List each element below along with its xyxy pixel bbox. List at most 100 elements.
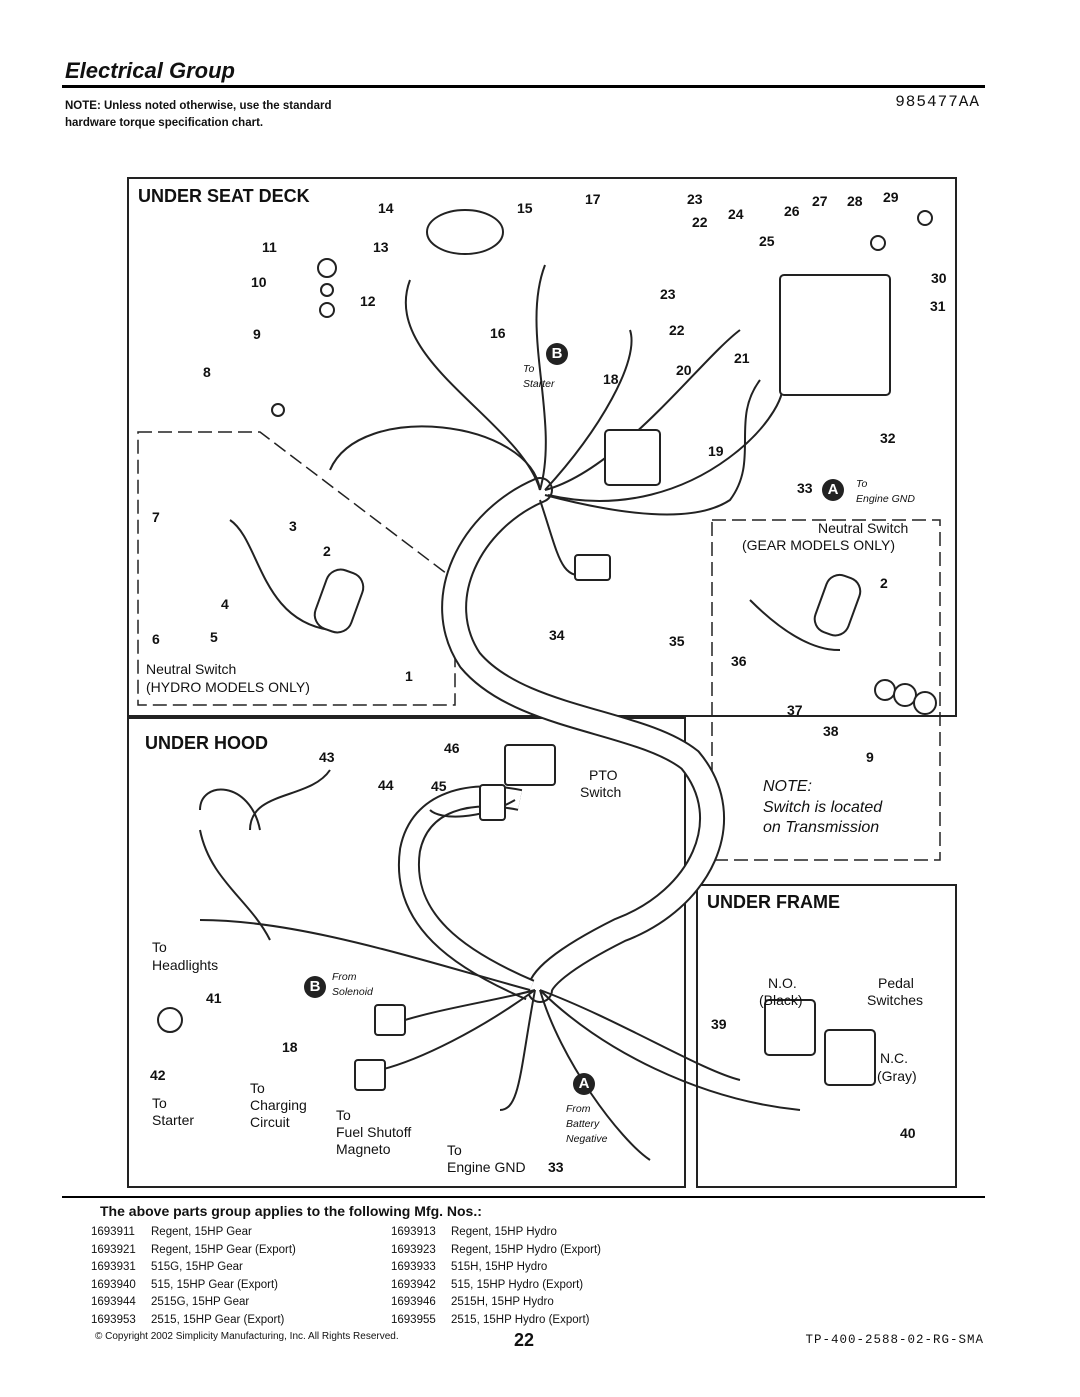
- to-starter-top-1: To: [523, 363, 535, 375]
- charging-circuit-label: Circuit: [250, 1114, 290, 1130]
- part-number: 29: [883, 189, 899, 205]
- mfg-title: The above parts group applies to the fol…: [100, 1203, 482, 1219]
- part-number: 22: [669, 322, 685, 338]
- note-title: NOTE:: [763, 778, 812, 795]
- part-number: 42: [150, 1067, 166, 1083]
- hydro-neutral-label: Neutral Switch: [146, 661, 237, 677]
- part-number: 38: [823, 723, 839, 739]
- to-engine-gnd-top-2: Engine GND: [856, 493, 915, 505]
- header-rule: [62, 85, 985, 88]
- part-number: 37: [787, 702, 803, 718]
- mfg-no: 1693911: [91, 1226, 135, 1238]
- hood-harness-inner: [399, 787, 534, 999]
- mfg-desc: 2515, 15HP Hydro (Export): [451, 1313, 590, 1326]
- document-number: TP-400-2588-02-RG-SMA: [805, 1333, 984, 1347]
- part-number: 23: [687, 191, 703, 207]
- mfg-desc: Regent, 15HP Hydro (Export): [451, 1243, 601, 1256]
- from-solenoid-1: From: [332, 971, 357, 983]
- part-number: 43: [319, 749, 335, 765]
- connector-frame-2: [354, 1059, 386, 1091]
- part-number: 21: [734, 350, 750, 366]
- connector-frame-1: [374, 1004, 406, 1036]
- mfg-no: 1693955: [391, 1313, 436, 1326]
- callout-a-top: A: [822, 479, 844, 501]
- part-number: 2: [323, 543, 331, 559]
- part-number: 24: [728, 206, 744, 222]
- part-number: 16: [490, 325, 506, 341]
- part-number: 27: [812, 193, 828, 209]
- headlights-label: Headlights: [152, 957, 219, 973]
- part-number: 7: [152, 509, 160, 525]
- part-number: 33: [548, 1159, 564, 1175]
- to-starter-2: Starter: [152, 1112, 195, 1128]
- part-number: 41: [206, 990, 222, 1006]
- pto-switch-label: Switch: [580, 784, 622, 800]
- mfg-desc: 2515, 15HP Gear (Export): [151, 1313, 285, 1326]
- callout-b-bottom: B: [304, 976, 326, 998]
- part-number: 13: [373, 239, 389, 255]
- fuel-shutoff-label: Fuel Shutoff: [336, 1124, 412, 1140]
- connector-pto: [479, 784, 506, 821]
- tube-right: [813, 573, 862, 637]
- part-shapes: [157, 209, 891, 1091]
- section-title-under-seat-deck: UNDER SEAT DECK: [138, 186, 310, 206]
- part-number: 10: [251, 274, 267, 290]
- copyright: © Copyright 2002 Simplicity Manufacturin…: [95, 1331, 399, 1342]
- connector-mid: [574, 554, 611, 581]
- part-number: 18: [282, 1039, 298, 1055]
- section-title-under-frame: UNDER FRAME: [707, 892, 840, 912]
- pto-switch-shape: [504, 744, 556, 786]
- wire-group: [199, 264, 841, 1161]
- no-black-label: (Black): [759, 992, 803, 1008]
- part-number: 35: [669, 633, 685, 649]
- part-number: 15: [517, 200, 533, 216]
- mfg-desc: 515H, 15HP Hydro: [451, 1261, 548, 1273]
- mfg-no: 1693923: [391, 1243, 436, 1256]
- part-number: 34: [549, 627, 565, 643]
- engine-gnd-to: To: [447, 1142, 462, 1158]
- page-number: 22: [514, 1330, 535, 1350]
- from-solenoid-2: Solenoid: [332, 986, 373, 998]
- part-number: 45: [431, 778, 447, 794]
- part-number: 28: [847, 193, 863, 209]
- mfg-no: 1693913: [391, 1226, 436, 1238]
- tube-left: [313, 568, 365, 634]
- part-number: 32: [880, 430, 896, 446]
- part-number: 6: [152, 631, 160, 647]
- part-number: 12: [360, 293, 376, 309]
- mfg-desc: 515, 15HP Gear (Export): [151, 1278, 278, 1291]
- gear-neutral-label: Neutral Switch: [818, 520, 909, 536]
- hydro-models-label: (HYDRO MODELS ONLY): [146, 679, 310, 695]
- mfg-desc: 2515H, 15HP Hydro: [451, 1296, 554, 1308]
- pto-label: PTO: [589, 767, 618, 783]
- mfg-desc: 515, 15HP Hydro (Export): [451, 1278, 584, 1291]
- charging-to: To: [250, 1080, 265, 1096]
- to-engine-gnd-top-1: To: [856, 478, 868, 490]
- part-number: 46: [444, 740, 460, 756]
- part-number: 1: [405, 668, 413, 684]
- mfg-row: 1693955 2515, 15HP Hydro (Export): [391, 1312, 601, 1330]
- part-number: 3: [289, 518, 297, 534]
- hourmeter-shape: [426, 209, 504, 255]
- part-number: 20: [676, 362, 692, 378]
- magneto-label: Magneto: [336, 1141, 391, 1157]
- section-title-under-hood: UNDER HOOD: [145, 733, 269, 753]
- gear-neutral-box: [711, 519, 941, 861]
- mfg-no: 1693931: [91, 1261, 136, 1273]
- mfg-row: 1693923 Regent, 15HP Hydro (Export): [391, 1242, 601, 1260]
- part-number: 30: [931, 270, 947, 286]
- from-battery-3: Negative: [566, 1133, 608, 1145]
- part-number: 19: [708, 443, 724, 459]
- to-starter-top-2: Starter: [523, 378, 555, 390]
- part-number: 25: [759, 233, 775, 249]
- engine-gnd-label: Engine GND: [447, 1159, 526, 1175]
- part-number: 2: [880, 575, 888, 591]
